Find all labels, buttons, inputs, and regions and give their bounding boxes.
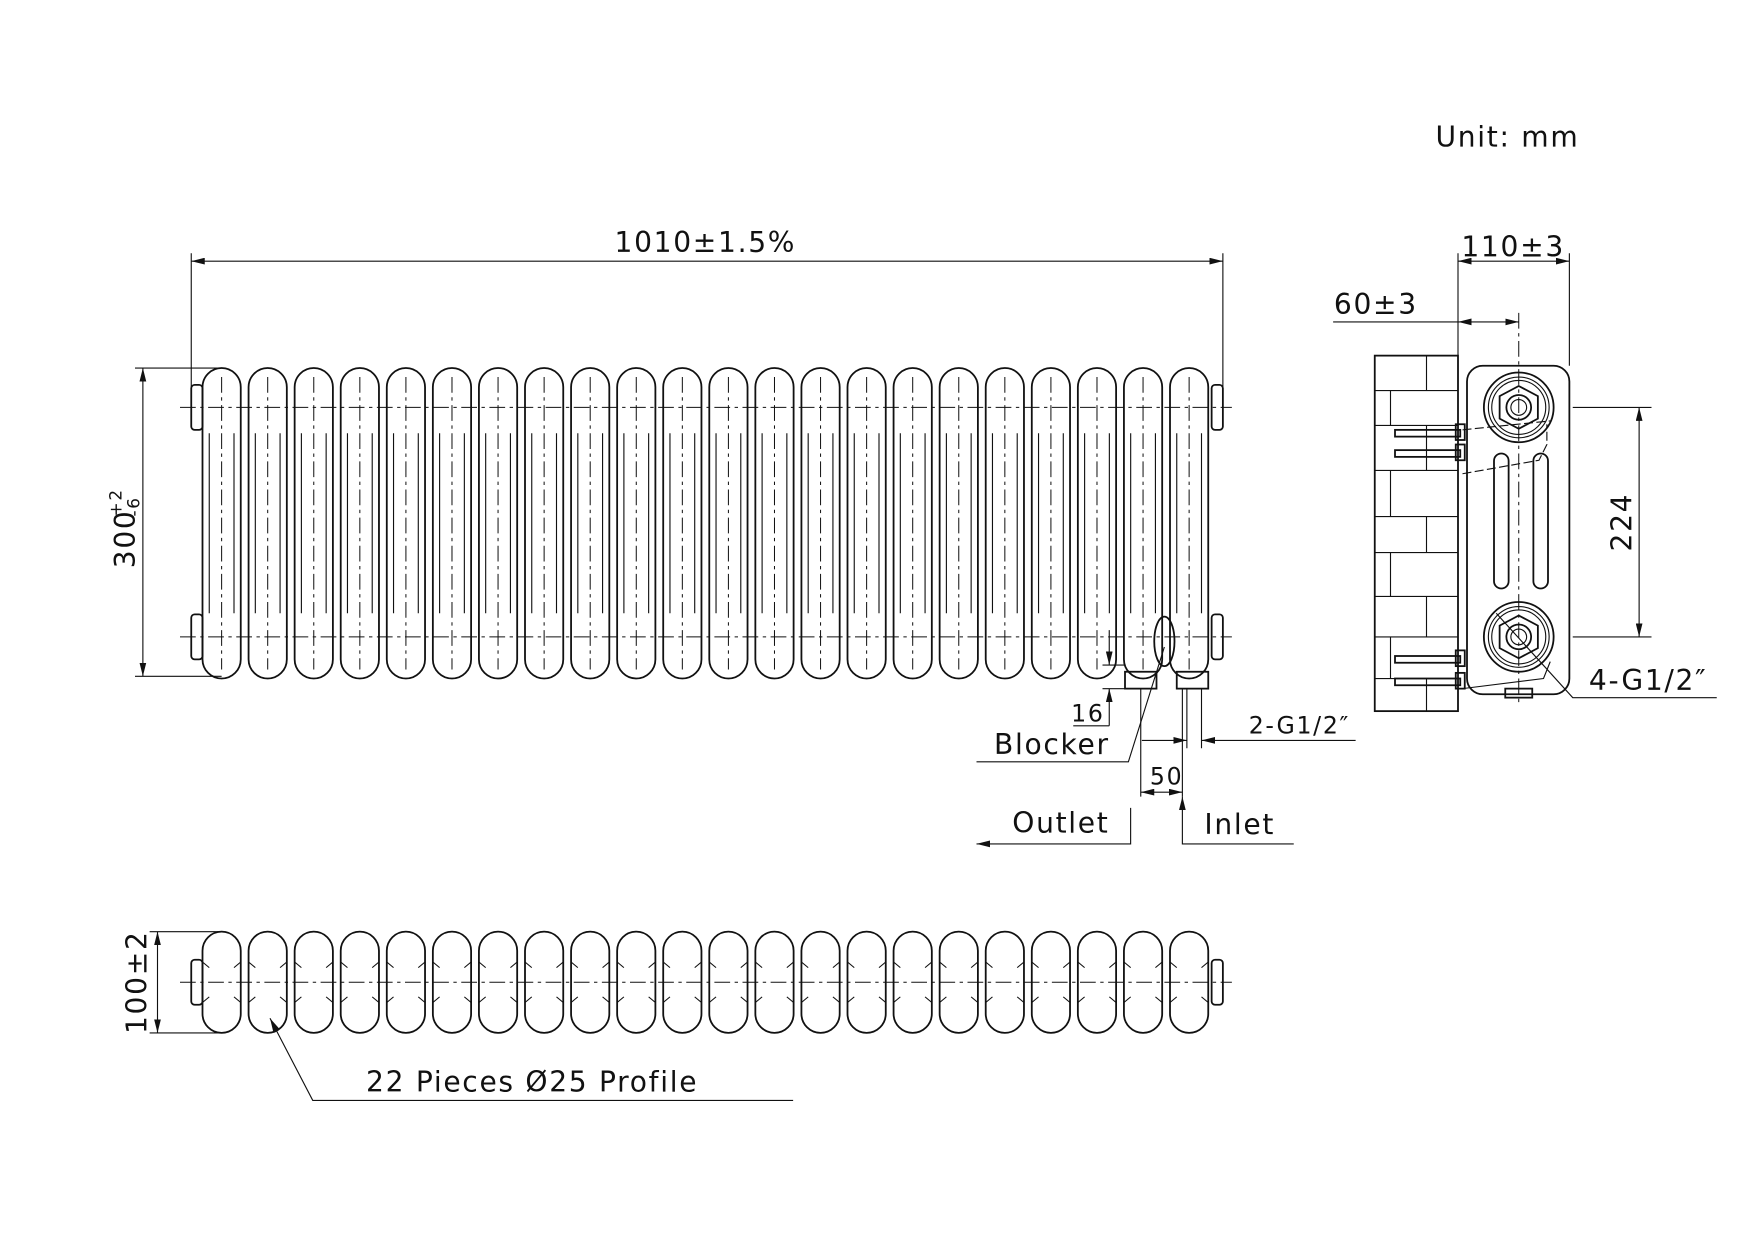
radiator-section [984, 367, 1025, 680]
radiator-section [800, 367, 841, 680]
radiator-section [892, 367, 933, 680]
top-depth-dimension: 100±2 [120, 930, 153, 1034]
radiator-section [431, 367, 473, 680]
profile-label: 22 Pieces Ø25 Profile [366, 1065, 698, 1098]
radiator-section [201, 367, 242, 680]
radiator-section [1169, 367, 1210, 680]
radiator-section [339, 367, 380, 680]
front-view: 1010±1.5% 300 +2 -6 16 Blocker 2-G1/2″ 5… [106, 226, 1356, 848]
radiator-section [570, 367, 611, 680]
radiator-section [846, 367, 887, 680]
wall-offset-dimension: 60±3 [1334, 288, 1418, 321]
height-tolerance-plus: +2 [106, 488, 126, 516]
height-dimension: 300 [109, 510, 142, 569]
center-distance-dimension: 224 [1605, 493, 1638, 552]
height-tolerance-minus: -6 [124, 496, 144, 516]
radiator-section [616, 367, 657, 680]
end-plug-icon [190, 383, 1224, 661]
radiator-section [247, 367, 288, 680]
radiator-section [524, 367, 565, 680]
wall-icon [1373, 354, 1459, 713]
radiator-section [662, 367, 703, 680]
radiator-profile [1466, 364, 1571, 696]
radiator-section [478, 367, 519, 680]
radiator-section [1123, 367, 1164, 680]
radiator-section [1076, 367, 1118, 680]
radiator-section [754, 367, 795, 680]
offset-dimension: 16 [1071, 699, 1104, 727]
outlet-label: Outlet [1012, 807, 1109, 840]
blocker-label: Blocker [994, 728, 1110, 761]
width-dimension: 1010±1.5% [615, 226, 797, 259]
radiator-section [708, 367, 749, 680]
port-label: 4-G1/2″ [1589, 664, 1707, 697]
radiator-section [385, 367, 426, 680]
profile-tube [1123, 930, 1164, 1034]
top-view: 100±2 22 Pieces Ø25 Profile [120, 930, 1232, 1101]
inlet-label: Inlet [1204, 808, 1275, 841]
bracket-bolt-icon [1394, 420, 1551, 699]
outlet-arrow-icon [976, 807, 1132, 848]
unit-label: Unit: mm [1436, 120, 1580, 153]
profile-tube [478, 930, 519, 1034]
inlet-arrow-icon [1179, 796, 1294, 845]
blocker-icon [1153, 615, 1176, 668]
depth-dimension: 110±3 [1461, 231, 1565, 264]
radiator-section [938, 367, 979, 680]
connection-spacing-dimension: 50 [1150, 762, 1183, 790]
side-view: 110±3 60±3 224 4-G1/2″ [1333, 231, 1717, 713]
radiator-section [1030, 367, 1071, 680]
connection-label: 2-G1/2″ [1249, 712, 1350, 740]
radiator-section [293, 367, 334, 680]
